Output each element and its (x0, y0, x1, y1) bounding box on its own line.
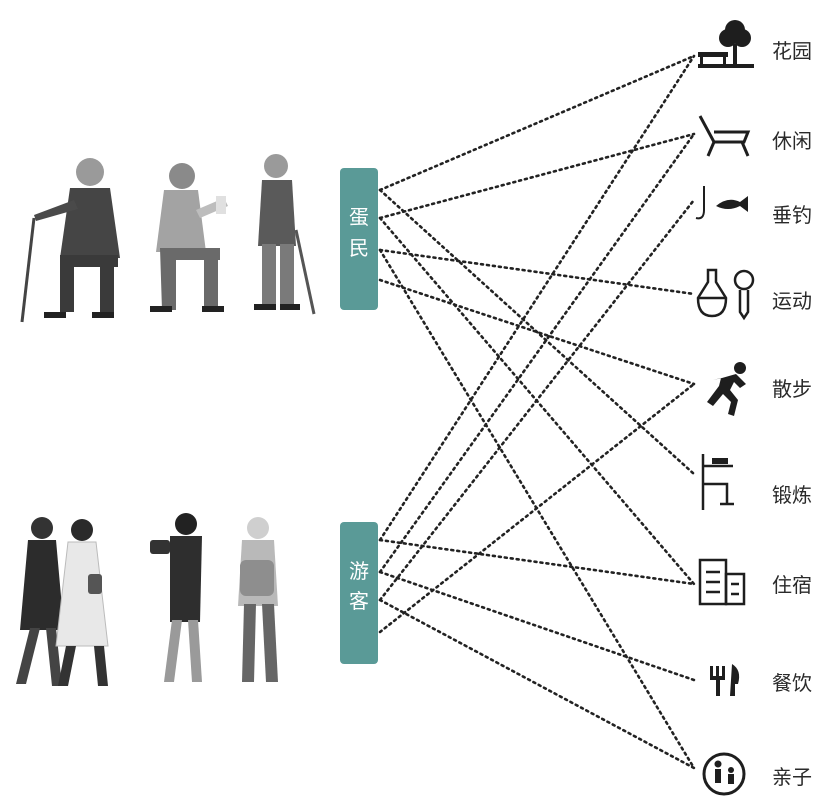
activity-label-fishing: 垂钓 (772, 203, 812, 227)
activity-label-leisure: 休闲 (772, 129, 812, 153)
link-visitor-dining (378, 570, 696, 682)
activity-label-exercise: 锻炼 (772, 483, 812, 507)
link-visitor-garden (378, 54, 696, 542)
racket-ball-icon (696, 268, 755, 321)
building-icon (698, 558, 746, 606)
group-visitor: 游 客 (340, 522, 378, 664)
lounge-chair-icon (698, 115, 751, 157)
visitor-man-backpack-figure (238, 517, 278, 682)
activity-label-garden: 花园 (772, 39, 812, 63)
link-resident-sport (378, 248, 696, 296)
group-resident-label-line2: 民 (349, 236, 369, 260)
activity-labels: 花园 休闲 垂钓 运动 散步 锻炼 住宿 餐饮 亲子 (772, 39, 812, 789)
link-visitor-family (378, 598, 696, 770)
activity-label-sport: 运动 (772, 289, 812, 313)
link-resident-walk (378, 278, 696, 386)
link-resident-exercise (378, 188, 696, 476)
group-visitor-label-line1: 游 (349, 559, 369, 583)
visitors-figures (16, 513, 278, 686)
visitor-woman-camera-figure (150, 513, 202, 682)
activity-icons (695, 20, 755, 796)
elderly-reading-man-figure (150, 163, 228, 312)
group-resident: 蛋 民 (340, 168, 378, 310)
elderly-seated-man-figure (20, 158, 120, 323)
fitness-equipment-icon (701, 454, 734, 510)
visitor-woman-white-dress-figure (55, 519, 109, 686)
visitor-woman-black-dress-figure (16, 517, 64, 686)
running-person-icon (707, 362, 746, 416)
group-resident-box (340, 168, 378, 310)
activity-label-walk: 散步 (772, 377, 812, 401)
activity-label-dining: 餐饮 (772, 671, 812, 695)
residents-figures (20, 154, 316, 323)
link-visitor-leisure (378, 132, 696, 574)
link-resident-garden (378, 54, 696, 192)
fork-knife-icon (710, 664, 740, 696)
link-visitor-lodging (378, 538, 696, 586)
elderly-standing-man-figure (254, 154, 316, 315)
link-visitor-fishing (378, 198, 696, 602)
group-visitor-label-line2: 客 (349, 589, 369, 613)
link-resident-leisure (378, 132, 696, 220)
connection-lines (378, 54, 696, 770)
tree-bench-icon (698, 20, 754, 68)
group-resident-label-line1: 蛋 (349, 205, 369, 229)
activity-label-family: 亲子 (772, 765, 812, 789)
fish-hook-icon (695, 186, 748, 220)
parent-child-icon (702, 752, 746, 796)
group-visitor-box (340, 522, 378, 664)
activity-label-lodging: 住宿 (772, 573, 812, 597)
